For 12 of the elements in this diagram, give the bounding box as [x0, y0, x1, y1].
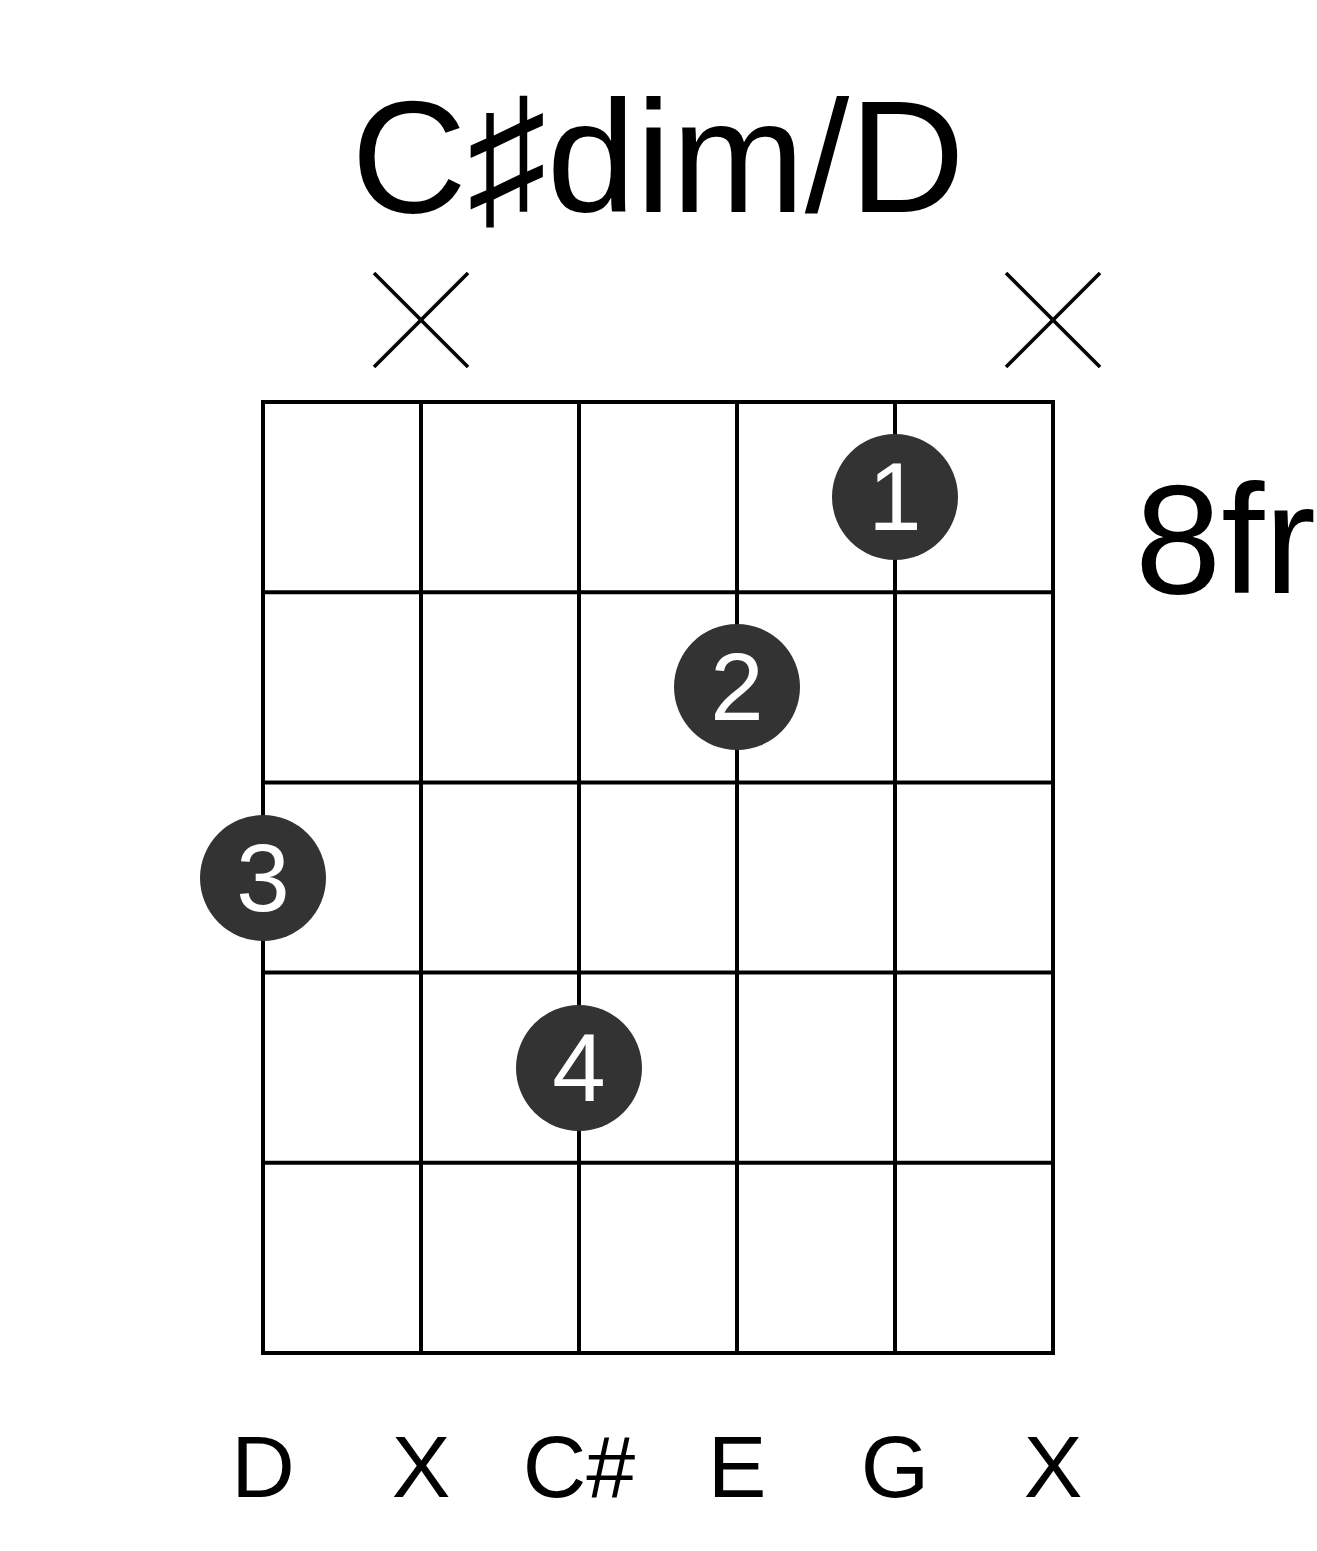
- note-label: X: [1023, 1423, 1083, 1511]
- finger-dot: 3: [200, 814, 326, 941]
- finger-dot: 4: [516, 1004, 642, 1131]
- finger-dot: 2: [674, 624, 800, 751]
- note-label: E: [707, 1423, 767, 1511]
- note-label: D: [231, 1423, 295, 1511]
- fret-position-label: 8fr: [1135, 462, 1316, 617]
- finger-dot: 1: [832, 434, 958, 561]
- note-label: C#: [522, 1423, 636, 1511]
- note-label: X: [391, 1423, 451, 1511]
- note-label: G: [860, 1423, 930, 1511]
- chord-title: C♯dim/D: [351, 77, 965, 237]
